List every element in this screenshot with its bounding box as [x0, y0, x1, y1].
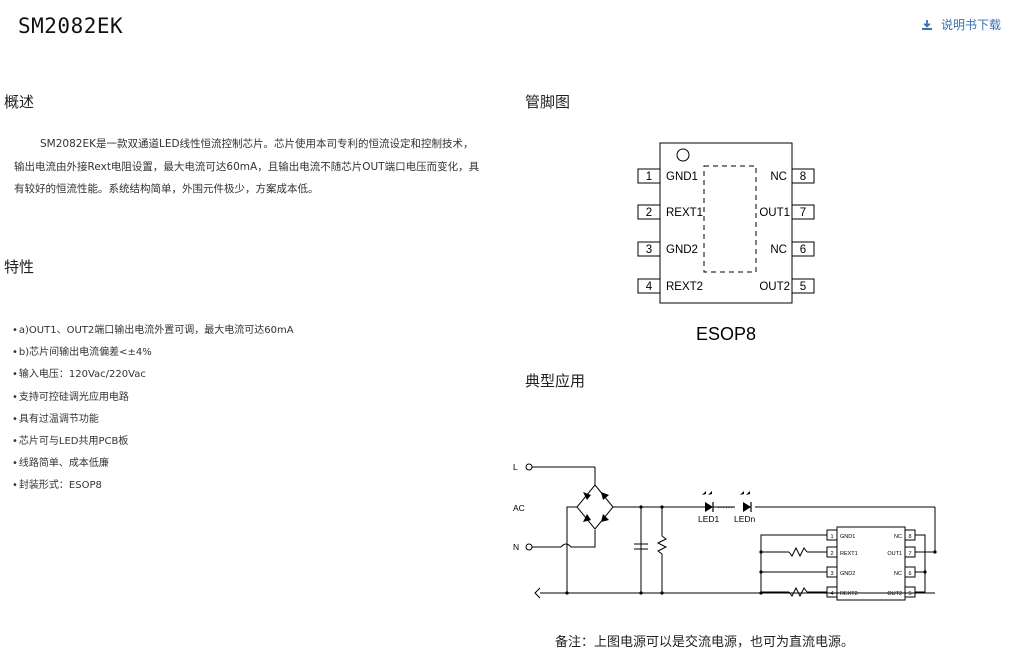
feature-item: b)芯片间输出电流偏差<±4% [12, 342, 294, 364]
chip-pin-number: 3 [830, 571, 833, 577]
pin-number: 4 [646, 281, 653, 293]
feature-item: a)OUT1、OUT2端口输出电流外置可调，最大电流可达60mA [12, 320, 294, 342]
pin-name: NC [770, 171, 787, 183]
chip-pin-number: 4 [830, 591, 833, 597]
download-icon [921, 19, 933, 31]
features-list: a)OUT1、OUT2端口输出电流外置可调，最大电流可达60mA b)芯片间输出… [12, 320, 294, 498]
pin-name: GND1 [666, 171, 698, 183]
ledn-label: LEDn [734, 514, 756, 524]
chip-pin-number: 8 [908, 534, 911, 540]
application-circuit: L AC N LED1 LEDn ······ 1 GND1 2 REXT1 3… [513, 462, 937, 601]
chip-pin-number: 1 [830, 534, 833, 540]
pin-name: REXT2 [666, 281, 703, 293]
chip-pin-name: OUT2 [887, 591, 902, 597]
chip-pin-name: OUT1 [887, 551, 902, 557]
feature-item: 线路简单、成本低廉 [12, 453, 294, 475]
pinout-diagram: 1 GND1 2 REXT1 3 GND2 4 REXT2 8 NC 7 OUT… [637, 142, 815, 344]
pin-number: 7 [800, 207, 806, 219]
package-label: ESOP8 [696, 324, 756, 344]
feature-item: 支持可控硅调光应用电路 [12, 387, 294, 409]
download-manual-button[interactable]: 说明书下载 [921, 16, 1001, 33]
chip-pin-number: 7 [908, 551, 911, 557]
feature-item: 输入电压：120Vac/220Vac [12, 364, 294, 386]
pin-number: 1 [646, 171, 652, 183]
pin-name: OUT1 [759, 207, 790, 219]
feature-item: 封装形式：ESOP8 [12, 475, 294, 497]
terminal-l-label: L [513, 462, 518, 472]
chip-pin-name: NC [894, 534, 902, 540]
download-label: 说明书下载 [940, 18, 1001, 32]
pin1-marker [676, 148, 690, 162]
chip-pin-name: GND2 [840, 571, 855, 577]
pin-name: OUT2 [759, 281, 790, 293]
chip-pin-name: REXT2 [840, 591, 858, 597]
pin-number: 6 [800, 244, 806, 256]
pin-number: 2 [646, 207, 652, 219]
chip-pin-number: 5 [908, 591, 911, 597]
led1-label: LED1 [698, 514, 720, 524]
led-dots: ······ [717, 503, 733, 512]
pin-name: GND2 [666, 244, 698, 256]
chip-pin-name: REXT1 [840, 551, 858, 557]
ic-body [659, 142, 793, 304]
exposed-pad [703, 165, 757, 273]
pin-name: NC [770, 244, 787, 256]
chip-pin-number: 2 [830, 551, 833, 557]
terminal-ac-label: AC [513, 503, 525, 513]
terminal-n-label: N [513, 542, 519, 552]
application-note: 备注：上图电源可以是交流电源，也可为直流电源。 [555, 635, 855, 650]
application-heading: 典型应用 [525, 372, 586, 390]
overview-paragraph: SM2082EK是一款双通道LED线性恒流控制芯片。芯片使用本司专利的恒流设定和… [14, 133, 480, 201]
pin-number: 5 [800, 281, 806, 293]
overview-heading: 概述 [4, 93, 35, 111]
chip-pin-number: 6 [908, 571, 911, 577]
chip-pin-name: NC [894, 571, 902, 577]
feature-item: 芯片可与LED共用PCB板 [12, 431, 294, 453]
page-title: SM2082EK [18, 14, 124, 38]
feature-item: 具有过温调节功能 [12, 409, 294, 431]
chip-pin-name: GND1 [840, 534, 855, 540]
overview-text: SM2082EK是一款双通道LED线性恒流控制芯片。芯片使用本司专利的恒流设定和… [14, 138, 480, 195]
pin-number: 3 [646, 244, 652, 256]
pinout-heading: 管脚图 [525, 93, 571, 111]
pin-name: REXT1 [666, 207, 703, 219]
features-heading: 特性 [4, 258, 35, 276]
pin-number: 8 [800, 171, 806, 183]
